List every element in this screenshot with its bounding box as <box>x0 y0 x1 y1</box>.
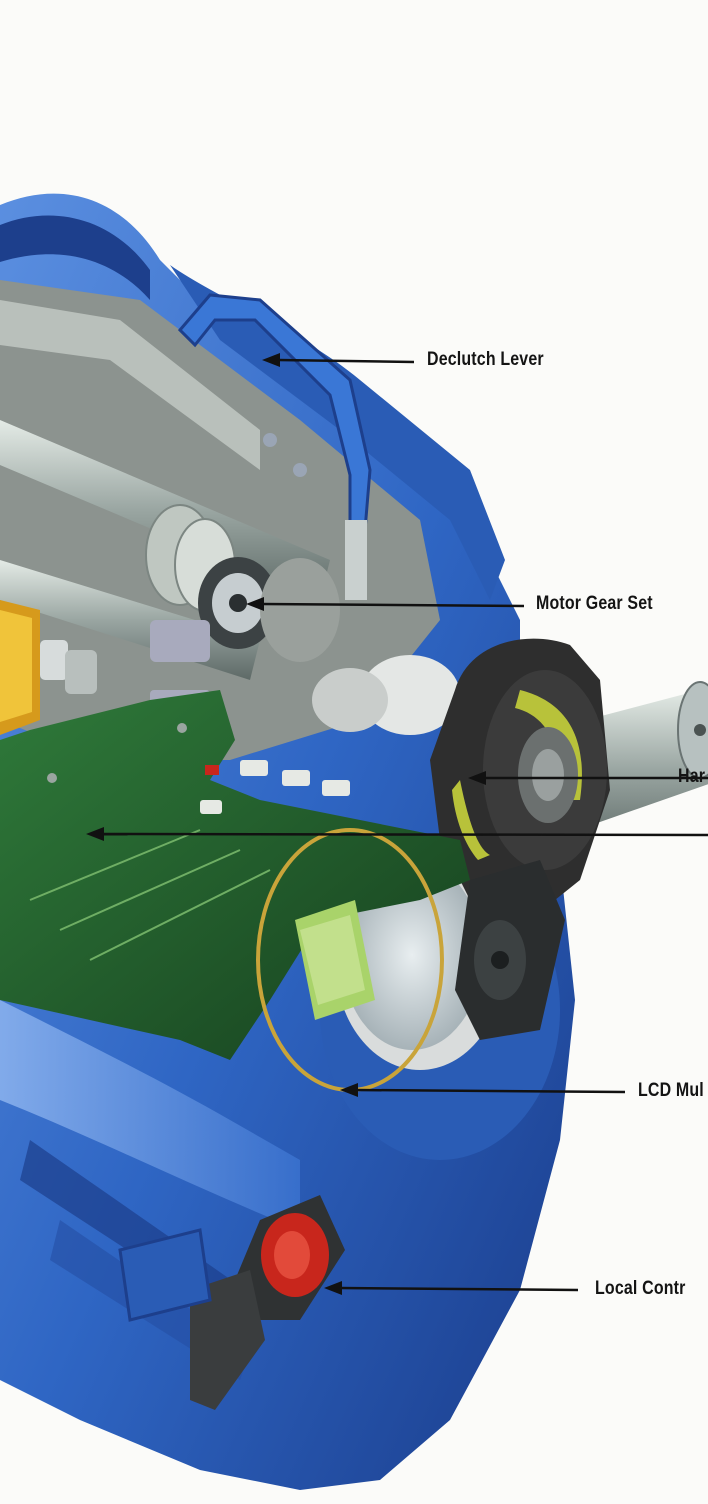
lcd-display-part <box>256 828 444 1092</box>
declutch-lever-part <box>177 293 372 600</box>
local-controls-part <box>118 1195 345 1410</box>
leader-circuit-board <box>86 827 708 841</box>
leader-local-controls <box>324 1281 579 1295</box>
leader-handwheel <box>468 771 708 785</box>
label-local-controls: Local Contr <box>595 1278 686 1299</box>
label-handwheel: Har <box>678 766 706 787</box>
leader-lcd <box>340 1083 626 1097</box>
label-lcd: LCD Mul <box>638 1080 704 1101</box>
leader-declutch-lever <box>262 353 415 367</box>
label-declutch-lever: Declutch Lever <box>427 349 544 370</box>
label-motor-gear-set: Motor Gear Set <box>536 593 653 614</box>
side-connector <box>455 860 565 1040</box>
handwheel-part <box>430 638 610 920</box>
control-circuit-board <box>0 690 470 1060</box>
callout-leaders <box>86 353 708 1295</box>
leader-motor-gear-set <box>246 597 525 611</box>
